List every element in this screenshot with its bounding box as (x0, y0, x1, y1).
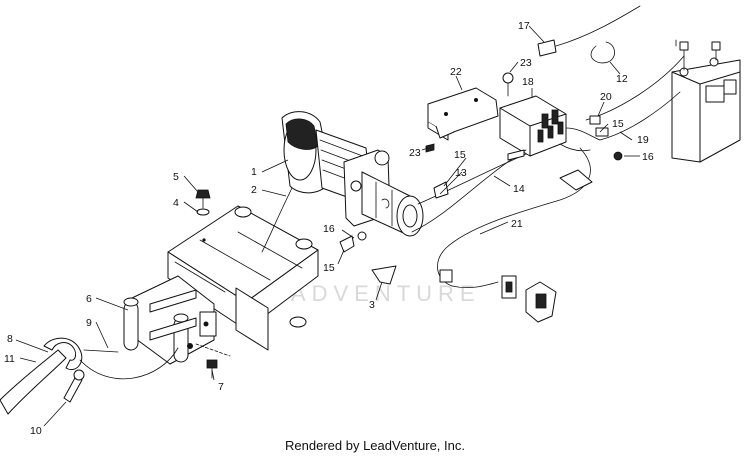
callout-23-lower: 23 (409, 147, 421, 159)
callout-10: 10 (30, 425, 42, 437)
callout-15-right: 15 (612, 118, 624, 130)
hook-pin[interactable] (63, 369, 85, 403)
harness-plug[interactable] (559, 169, 593, 191)
hook-strap[interactable] (0, 349, 67, 415)
callout-23-upper: 23 (520, 57, 532, 69)
callout-15-mid: 15 (454, 149, 466, 161)
boot-15-right[interactable] (595, 127, 609, 137)
callout-numbers: 1 2 3 4 5 6 7 8 9 10 11 12 13 14 15 15 1… (4, 20, 654, 437)
callout-22: 22 (450, 66, 462, 78)
callout-8: 8 (7, 333, 13, 345)
terminal-nut-left[interactable] (357, 231, 367, 241)
callout-18: 18 (522, 76, 534, 88)
mounting-plate[interactable] (167, 205, 319, 351)
callout-20: 20 (600, 91, 612, 103)
solenoid-bracket[interactable] (427, 87, 499, 141)
solenoid-screw[interactable] (502, 72, 514, 97)
callout-3: 3 (369, 299, 375, 311)
boot-15-mid[interactable] (433, 181, 449, 199)
callout-5: 5 (173, 171, 179, 183)
boot-left[interactable] (339, 235, 355, 253)
roller-fairlead[interactable] (123, 275, 217, 365)
callout-1: 1 (251, 166, 257, 178)
callout-16-left: 16 (323, 223, 335, 235)
winch-hook[interactable] (43, 337, 83, 370)
fairlead-bolt[interactable] (206, 359, 218, 379)
terminal-nut-right[interactable] (613, 151, 623, 161)
bracket-screw[interactable] (425, 143, 435, 153)
battery[interactable] (671, 57, 741, 163)
callout-16-right: 16 (642, 151, 654, 163)
connector-a[interactable] (439, 269, 453, 283)
render-credit: Rendered by LeadVenture, Inc. (285, 438, 465, 453)
plate-washer[interactable] (196, 208, 210, 216)
cable-clip[interactable] (590, 41, 615, 64)
callout-7: 7 (218, 381, 224, 393)
callout-15-left: 15 (323, 262, 335, 274)
rocker-switch[interactable] (525, 281, 557, 323)
callout-14: 14 (513, 183, 525, 195)
callout-13: 13 (455, 167, 467, 179)
switch-connector[interactable] (501, 275, 517, 299)
callout-19: 19 (637, 134, 649, 146)
callout-17: 17 (518, 20, 530, 32)
callout-11: 11 (4, 353, 15, 365)
callout-6: 6 (86, 293, 92, 305)
leader-lines (15, 25, 640, 427)
callout-9: 9 (86, 317, 92, 329)
winch-assembly[interactable] (281, 111, 424, 237)
callout-12: 12 (616, 73, 628, 85)
callout-4: 4 (173, 197, 179, 209)
plate-bolt[interactable] (195, 189, 211, 209)
cable-end[interactable] (537, 5, 641, 57)
solenoid[interactable] (499, 95, 567, 157)
lead-terminal-20[interactable] (589, 115, 601, 125)
callout-21: 21 (511, 218, 523, 230)
callout-2: 2 (251, 184, 257, 196)
